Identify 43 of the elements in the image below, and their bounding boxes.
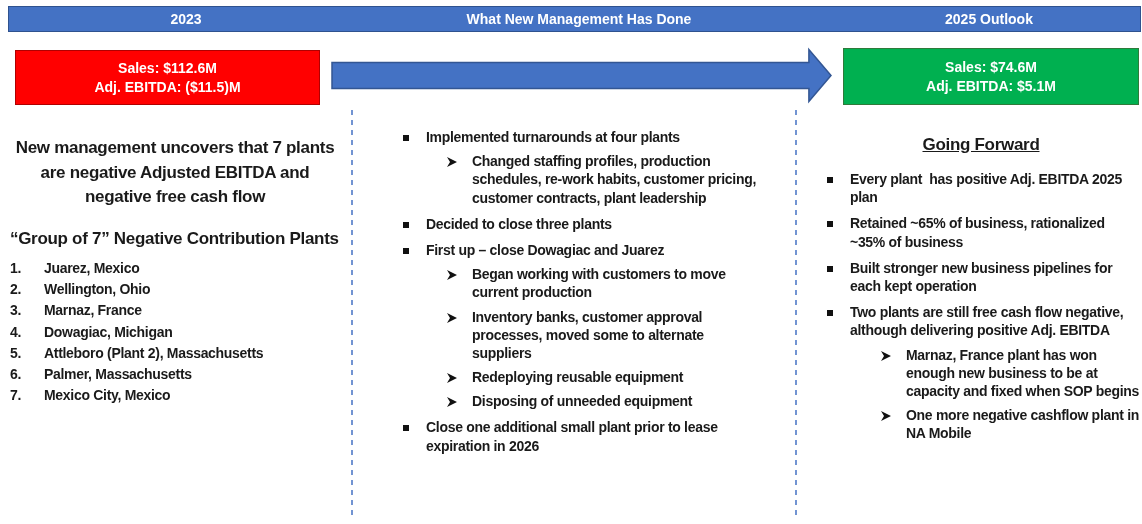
bullet-text: First up – close Dowagiac and Juarez [426,240,665,260]
list-number: 5. [10,343,23,362]
plant-name: Mexico City, Mexico [44,386,171,405]
bullet-text: Redeploying reusable equipment [472,368,684,387]
note-text: New management uncovers that 7 plants are negative Adjusted EBITDA and negative free cash flow [14,137,336,209]
metric-text: Adj. EBITDA: ($11.5)M [94,77,241,97]
list-heading: “Group of 7” Negative Contribution Plants [10,227,340,250]
plant-name: Dowagiac, Michigan [44,322,173,341]
summary-box [843,48,1139,105]
list-number: 1. [10,259,23,278]
column-heading: 2025 Outlook [944,11,1034,27]
bullet-text: Began working with customers to move current production [472,265,727,302]
bullet-text: Disposing of unneeded equipment [472,392,693,411]
bullet-text: Marnaz, France plant has won enough new business to be at capacity and fixed when SOP begins [906,345,1140,401]
plant-name: Wellington, Ohio [44,280,151,299]
list-number: 7. [10,386,23,405]
metric-text: Adj. EBITDA: $5.1M [926,76,1056,96]
bullet-text: Close one additional small plant prior to lease expiration in 2026 [426,418,719,455]
plant-name: Juarez, Mexico [44,259,140,278]
bullet-text: Every plant has positive Adj. EBITDA 2025 plan [850,170,1123,207]
bullet-text: Changed staffing profiles, production schedules, re-work habits, customer pricing, customer contracts, plant leadership [472,152,757,207]
column-heading: What New Management Has Done [465,11,693,27]
plant-name: Attleboro (Plant 2), Massachusetts [44,343,264,362]
header-band [8,6,1141,32]
list-number: 2. [10,280,23,299]
bullet-text: Two plants are still free cash flow negative, although delivering positive Adj. EBITDA [850,303,1125,340]
bullet-text: Decided to close three plants [426,214,612,233]
plant-name: Marnaz, France [44,301,142,320]
list-number: 3. [10,301,23,320]
list-number: 6. [10,364,23,384]
bullet-text: Retained ~65% of business, rationalized ~35% of business [850,214,1106,251]
list-number: 4. [10,322,23,341]
summary-box [15,50,320,105]
block-arrow [331,47,832,104]
column-heading: 2023 [169,11,203,27]
bullet-text: Inventory banks, customer approval processes, moved some to alternate suppliers [472,307,705,363]
bullet-text: Implemented turnarounds at four plants [426,128,680,147]
metric-text: Sales: $112.6M [118,58,217,78]
bullet-text: One more negative cashflow plant in NA Mobile [906,406,1140,443]
plant-name: Palmer, Massachusetts [44,364,192,384]
bullet-text: Built stronger new business pipelines for each kept operation [850,258,1114,296]
metric-text: Sales: $74.6M [945,57,1037,77]
section-heading: Going Forward [921,134,1041,156]
